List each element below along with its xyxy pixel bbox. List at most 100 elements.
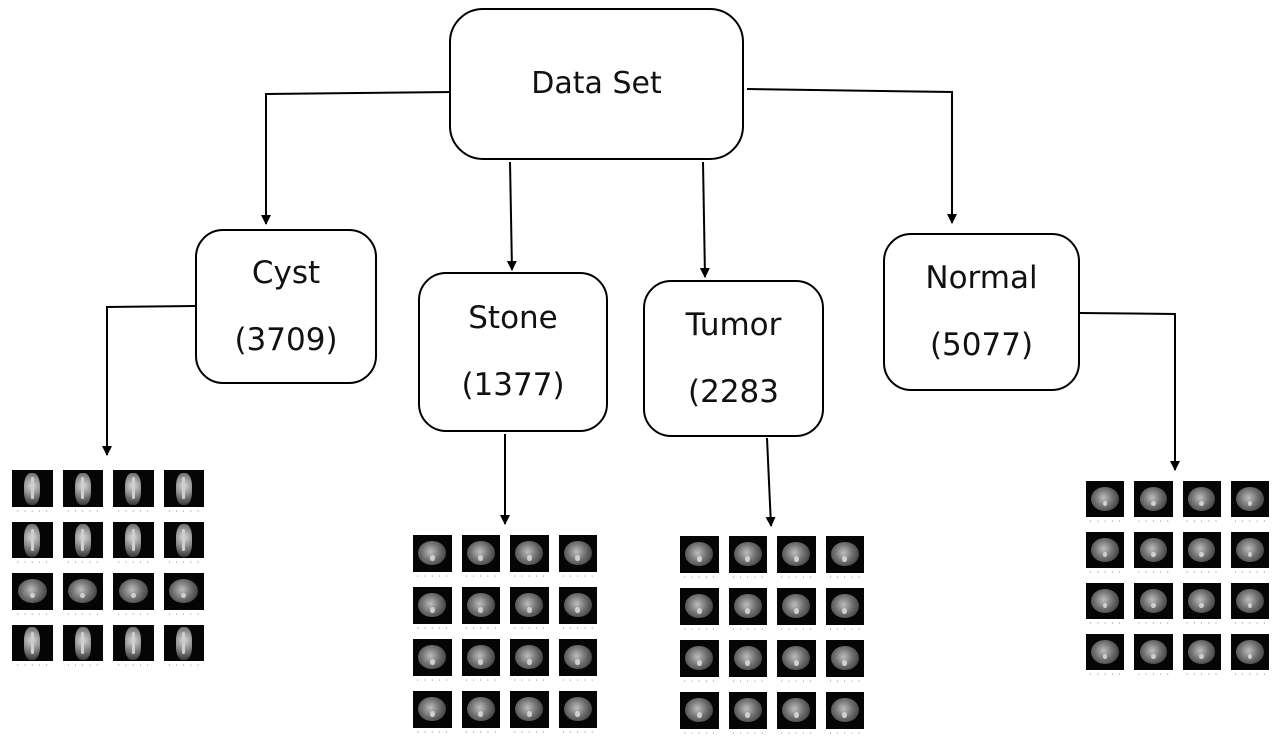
image-caption: · · · · · xyxy=(561,677,594,684)
image-caption: · · · · · xyxy=(779,678,813,685)
scan-image xyxy=(1086,583,1125,619)
scan-image xyxy=(728,588,767,625)
sample-thumbnail: · · · · · xyxy=(510,691,549,737)
sample-thumbnail: · · · · · xyxy=(1134,583,1173,628)
sample-grid-stone: · · · · · · · · · · · · · · · · · · · · · · … xyxy=(413,535,597,737)
image-caption: · · · · · xyxy=(731,730,764,737)
scan-image xyxy=(413,535,452,572)
image-caption: · · · · · xyxy=(1233,518,1267,525)
edge-tumor-to-samples xyxy=(765,437,776,527)
sample-thumbnail: · · · · · xyxy=(413,535,452,581)
image-caption: · · · · · xyxy=(561,573,594,580)
image-caption: · · · · · xyxy=(116,559,150,566)
class-count: (2283 xyxy=(688,373,779,410)
dataset-label: Data Set xyxy=(531,66,662,102)
sample-thumbnail: · · · · · xyxy=(1230,583,1269,628)
sample-thumbnail: · · · · · xyxy=(825,640,864,686)
scan-image xyxy=(1086,634,1125,670)
image-caption: · · · · · xyxy=(512,729,546,736)
image-caption: · · · · · xyxy=(415,573,449,580)
class-name: Cyst xyxy=(251,254,321,291)
scan-image xyxy=(12,521,53,558)
sample-grid-normal: · · · · ·· · · · ·· · · · ·· · · · ·· · … xyxy=(1086,481,1269,679)
sample-thumbnail: · · · · · xyxy=(461,639,500,685)
scan-image xyxy=(1086,532,1125,568)
class-name: Tumor xyxy=(685,306,782,343)
image-caption: · · · · · xyxy=(1185,518,1218,525)
sample-thumbnail: · · · · · xyxy=(558,535,597,581)
image-caption: · · · · · xyxy=(464,573,497,580)
scan-image xyxy=(12,624,53,661)
image-caption: · · · · · xyxy=(464,625,497,632)
edge-dataset-to-tumor xyxy=(699,161,710,278)
scan-image xyxy=(163,573,204,610)
image-caption: · · · · · xyxy=(512,677,546,684)
sample-thumbnail: · · · · · xyxy=(413,691,452,737)
sample-thumbnail: · · · · · xyxy=(728,640,767,686)
sample-thumbnail: · · · · · xyxy=(1086,634,1125,679)
image-caption: · · · · · xyxy=(1233,671,1267,678)
image-caption: · · · · · xyxy=(1185,569,1218,576)
image-caption: · · · · · xyxy=(779,626,813,633)
scan-image xyxy=(510,587,549,624)
sample-thumbnail: · · · · · xyxy=(1086,532,1125,577)
image-caption: · · · · · xyxy=(1137,671,1170,678)
sample-thumbnail: · · · · · xyxy=(510,639,549,685)
sample-thumbnail: · · · · · xyxy=(1086,583,1125,628)
image-caption: · · · · · xyxy=(828,730,861,737)
scan-image xyxy=(825,692,864,729)
edge-dataset-to-normal xyxy=(746,88,957,224)
scan-image xyxy=(113,624,154,661)
sample-thumbnail: · · · · · xyxy=(1230,481,1269,526)
image-caption: · · · · · xyxy=(1185,671,1218,678)
image-caption: · · · · · xyxy=(66,662,99,669)
sample-thumbnail: · · · · · xyxy=(1182,583,1221,628)
scan-image xyxy=(1182,583,1221,619)
sample-thumbnail: · · · · · xyxy=(1134,481,1173,526)
image-caption: · · · · · xyxy=(1233,620,1267,627)
scan-image xyxy=(510,535,549,572)
image-caption: · · · · · xyxy=(682,574,716,581)
sample-thumbnail: · · · · · xyxy=(1134,532,1173,577)
scan-image xyxy=(777,692,816,729)
dataset-node: Data Set xyxy=(449,8,744,160)
sample-thumbnail: · · · · · xyxy=(163,573,204,619)
image-caption: · · · · · xyxy=(66,610,99,618)
scan-image xyxy=(461,691,500,728)
sample-thumbnail: · · · · · xyxy=(1086,481,1125,526)
sample-thumbnail: · · · · · xyxy=(113,573,154,619)
sample-thumbnail: · · · · · xyxy=(680,588,719,634)
image-caption: · · · · · xyxy=(116,507,150,515)
sample-thumbnail: · · · · · xyxy=(12,470,53,516)
image-caption: · · · · · xyxy=(116,662,150,669)
sample-thumbnail: · · · · · xyxy=(113,521,154,568)
sample-thumbnail: · · · · · xyxy=(413,587,452,633)
scan-image xyxy=(113,573,154,610)
class-count: (5077) xyxy=(929,327,1034,363)
scan-image xyxy=(680,640,719,677)
scan-image xyxy=(1086,481,1125,517)
image-caption: · · · · · xyxy=(66,507,99,515)
class-node-tumor: Tumor (2283 xyxy=(643,280,824,437)
sample-thumbnail: · · · · · xyxy=(728,536,767,582)
image-caption: · · · · · xyxy=(779,730,813,737)
scan-image xyxy=(62,470,103,507)
sample-thumbnail: · · · · · xyxy=(777,640,816,686)
scan-image xyxy=(680,588,719,625)
image-caption: · · · · · xyxy=(15,559,49,566)
image-caption: · · · · · xyxy=(15,662,49,669)
sample-thumbnail: · · · · · xyxy=(62,624,103,671)
scan-image xyxy=(1230,634,1269,670)
sample-thumbnail: · · · · · xyxy=(413,639,452,685)
scan-image xyxy=(825,536,864,573)
scan-image xyxy=(12,573,53,610)
sample-thumbnail: · · · · · xyxy=(113,624,154,671)
scan-image xyxy=(1230,481,1269,517)
scan-image xyxy=(825,640,864,677)
image-caption: · · · · · xyxy=(464,677,497,684)
scan-image xyxy=(413,587,452,624)
sample-thumbnail: · · · · · xyxy=(825,588,864,634)
scan-image xyxy=(558,639,597,676)
edge-dataset-to-stone xyxy=(506,161,517,271)
